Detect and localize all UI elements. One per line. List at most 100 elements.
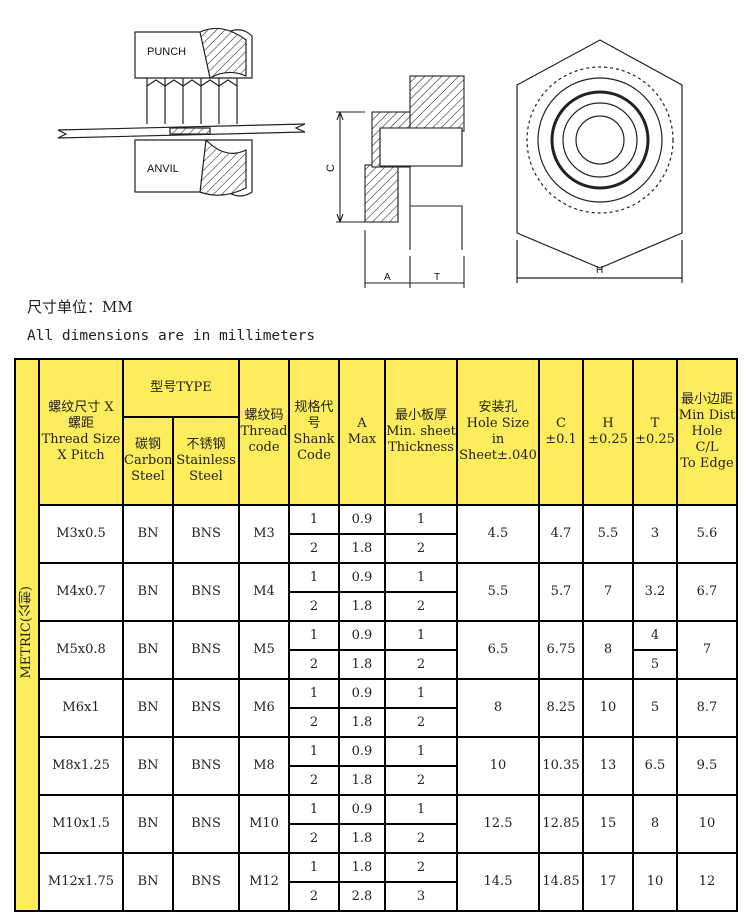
- min-sheet-cell: 1: [386, 622, 456, 649]
- min-sheet-cell: 1: [386, 796, 456, 823]
- stainless-type-cell: BNS: [174, 680, 238, 736]
- t-value-cell: 8: [634, 796, 676, 852]
- a-max-cell: 0.9: [340, 796, 384, 823]
- dim-h-label: H: [596, 265, 603, 276]
- carbon-type-cell: BN: [124, 680, 172, 736]
- thread-size-cell: M12x1.75: [40, 854, 122, 910]
- header-line: 螺距: [67, 416, 94, 432]
- side-section-diagram: [336, 75, 465, 288]
- t-value-cell: 10: [634, 854, 676, 910]
- header-line: Code: [297, 447, 331, 463]
- header-line: Thread Size: [41, 432, 121, 447]
- thread-code-cell: M10: [240, 796, 288, 852]
- hex-top-view-diagram: [516, 39, 683, 283]
- c-value-cell: 14.85: [540, 854, 582, 910]
- min-sheet-cell: 2: [386, 767, 456, 794]
- stainless-type-cell: BNS: [174, 796, 238, 852]
- min-sheet-cell: 1: [386, 680, 456, 707]
- carbon-type-cell: BN: [124, 796, 172, 852]
- min-dist-cell: 10: [678, 796, 736, 852]
- header-line: Hole Size: [466, 416, 530, 432]
- a-max-cell: 1.8: [340, 593, 384, 620]
- thread-size-cell: M5x0.8: [40, 622, 122, 678]
- shank-code-cell: 1: [290, 564, 338, 591]
- header-line: ±0.25: [635, 432, 675, 447]
- header-line: 最小板厚: [394, 408, 447, 424]
- min-sheet-cell: 2: [386, 593, 456, 620]
- header-h: H±0.25: [584, 360, 632, 504]
- header-t: T±0.25: [634, 360, 676, 504]
- dim-t-label: T: [434, 272, 440, 283]
- header-line: T: [650, 416, 660, 432]
- stainless-type-cell: BNS: [174, 506, 238, 562]
- header-line: A: [357, 416, 367, 432]
- h-value-cell: 10: [584, 680, 632, 736]
- min-sheet-cell: 2: [386, 854, 456, 881]
- units-note-en: All dimensions are in millimeters: [27, 328, 316, 344]
- hole-size-cell: 10: [458, 738, 538, 794]
- header-line: 不锈钢: [186, 437, 226, 453]
- a-max-cell: 0.9: [340, 738, 384, 765]
- min-dist-cell: 6.7: [678, 564, 736, 620]
- c-value-cell: 5.7: [540, 564, 582, 620]
- header-line: Max: [347, 432, 377, 447]
- c-value-cell: 6.75: [540, 622, 582, 678]
- stainless-type-cell: BNS: [174, 622, 238, 678]
- header-line: 规格代: [294, 400, 334, 416]
- header-line: H: [602, 416, 614, 432]
- t-value-cell: 6.5: [634, 738, 676, 794]
- header-c: C±0.1: [540, 360, 582, 504]
- a-max-cell: 0.9: [340, 622, 384, 649]
- header-line: X Pitch: [57, 447, 105, 463]
- dim-c-label: C: [325, 164, 337, 172]
- hole-size-cell: 5.5: [458, 564, 538, 620]
- carbon-type-cell: BN: [124, 738, 172, 794]
- a-max-cell: 1.8: [340, 767, 384, 794]
- shank-code-cell: 1: [290, 680, 338, 707]
- c-value-cell: 8.25: [540, 680, 582, 736]
- shank-code-cell: 1: [290, 738, 338, 765]
- header-line: Stainless: [176, 453, 236, 469]
- header-line: Sheet±.040: [459, 447, 537, 463]
- min-sheet-cell: 2: [386, 709, 456, 736]
- thread-size-cell: M6x1: [40, 680, 122, 736]
- thread-code-cell: M6: [240, 680, 288, 736]
- thread-code-cell: M12: [240, 854, 288, 910]
- a-max-cell: 1.8: [340, 709, 384, 736]
- header-line: 最小边距: [680, 392, 733, 408]
- shank-code-cell: 1: [290, 506, 338, 533]
- header-line: Min Dist: [678, 408, 736, 424]
- thread-code-cell: M8: [240, 738, 288, 794]
- installation-diagram: [57, 27, 306, 197]
- header-line: 螺纹尺寸 X: [48, 400, 114, 416]
- stainless-type-cell: BNS: [174, 564, 238, 620]
- carbon-type-cell: BN: [124, 506, 172, 562]
- header-line: Steel: [189, 468, 223, 484]
- c-value-cell: 4.7: [540, 506, 582, 562]
- min-sheet-cell: 1: [386, 738, 456, 765]
- header-line: Thread: [240, 424, 288, 440]
- header-line: ±0.1: [545, 432, 577, 447]
- h-value-cell: 5.5: [584, 506, 632, 562]
- header-line: Hole C/L: [691, 424, 723, 455]
- min-dist-cell: 12: [678, 854, 736, 910]
- h-value-cell: 17: [584, 854, 632, 910]
- anvil-label: ANVIL: [147, 163, 179, 175]
- shank-code-cell: 2: [290, 709, 338, 736]
- t-value-cell: 5: [634, 651, 676, 678]
